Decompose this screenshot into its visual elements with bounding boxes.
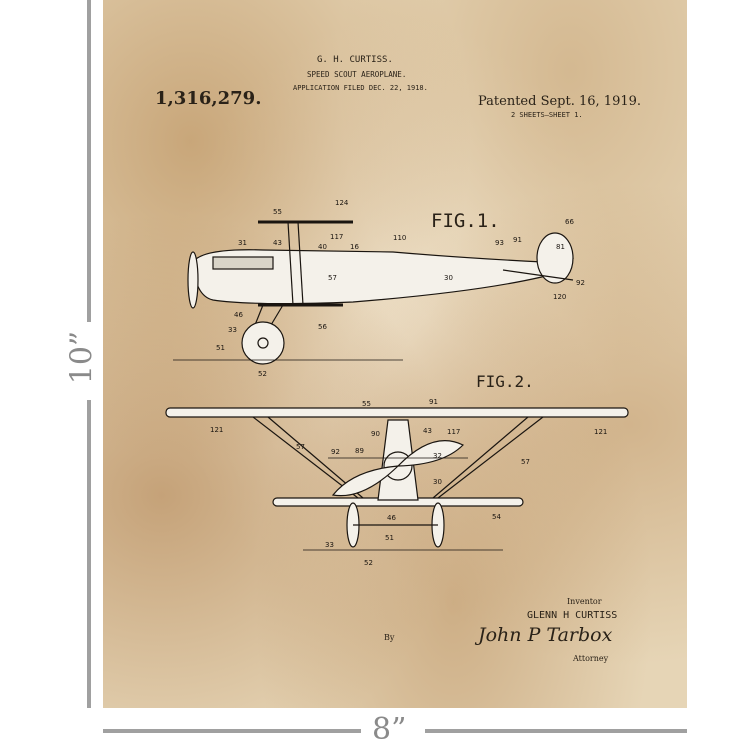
fig2-reference-numbers: 55 91 121 121 57 90 43 117 92 89 32 30 57 46 54 51 33 52: [210, 398, 607, 567]
height-dimension-line-top: [87, 0, 91, 322]
fig2-label: FIG.2.: [476, 372, 534, 391]
patent-print: 1,316,279. G. H. CURTISS. SPEED SCOUT AE…: [103, 0, 687, 708]
reference-number: 33: [228, 326, 237, 334]
reference-number: 124: [335, 199, 349, 207]
reference-number: 121: [210, 426, 223, 434]
application-date: APPLICATION FILED DEC. 22, 1918.: [293, 84, 428, 92]
reference-number: 120: [553, 293, 566, 301]
reference-number: 40: [318, 243, 327, 251]
patent-title: SPEED SCOUT AEROPLANE.: [307, 70, 407, 79]
reference-number: 92: [576, 279, 585, 287]
reference-number: 30: [433, 478, 442, 486]
reference-number: 57: [328, 274, 337, 282]
inventor-label: Inventor: [567, 597, 602, 606]
reference-number: 32: [433, 452, 442, 460]
reference-number: 81: [556, 243, 565, 251]
reference-number: 46: [387, 514, 396, 522]
reference-number: 91: [513, 236, 522, 244]
reference-number: 56: [318, 323, 327, 331]
reference-number: 89: [355, 447, 364, 455]
reference-number: 121: [594, 428, 607, 436]
patent-number: 1,316,279.: [155, 88, 262, 109]
width-dimension-label: 8”: [372, 712, 407, 747]
height-dimension-label: 10”: [64, 330, 100, 385]
reference-number: 46: [234, 311, 243, 319]
patented-date: Patented Sept. 16, 1919.: [478, 94, 642, 109]
by-label: By: [384, 633, 395, 642]
attorney-signature: John P Tarbox: [478, 624, 613, 646]
sheet-count: 2 SHEETS—SHEET 1.: [511, 111, 583, 119]
reference-number: 16: [350, 243, 359, 251]
inventor-header: G. H. CURTISS.: [317, 55, 393, 65]
reference-number: 55: [362, 400, 371, 408]
reference-number: 52: [258, 370, 267, 378]
reference-number: 51: [385, 534, 394, 542]
fig1-side-view: [173, 220, 574, 365]
reference-number: 110: [393, 234, 406, 242]
reference-number: 57: [296, 443, 305, 451]
reference-number: 117: [330, 233, 343, 241]
reference-number: 43: [273, 239, 282, 247]
inventor-name: GLENN H CURTISS: [527, 610, 618, 621]
reference-number: 90: [371, 430, 380, 438]
reference-number: 93: [495, 239, 504, 247]
reference-number: 30: [444, 274, 453, 282]
reference-number: 66: [565, 218, 574, 226]
reference-number: 55: [273, 208, 282, 216]
reference-number: 54: [492, 513, 501, 521]
reference-number: 57: [521, 458, 530, 466]
reference-number: 43: [423, 427, 432, 435]
reference-number: 117: [447, 428, 460, 436]
fig1-label: FIG.1.: [431, 210, 500, 232]
width-dimension-line-left: [103, 729, 361, 733]
fig2-front-view: [165, 407, 629, 551]
reference-number: 33: [325, 541, 334, 549]
attorney-label: Attorney: [573, 654, 609, 663]
reference-number: 51: [216, 344, 225, 352]
width-dimension-line-right: [425, 729, 687, 733]
height-dimension-line-bottom: [87, 400, 91, 708]
reference-number: 92: [331, 448, 340, 456]
reference-number: 91: [429, 398, 438, 406]
reference-number: 52: [364, 559, 373, 567]
reference-number: 31: [238, 239, 247, 247]
